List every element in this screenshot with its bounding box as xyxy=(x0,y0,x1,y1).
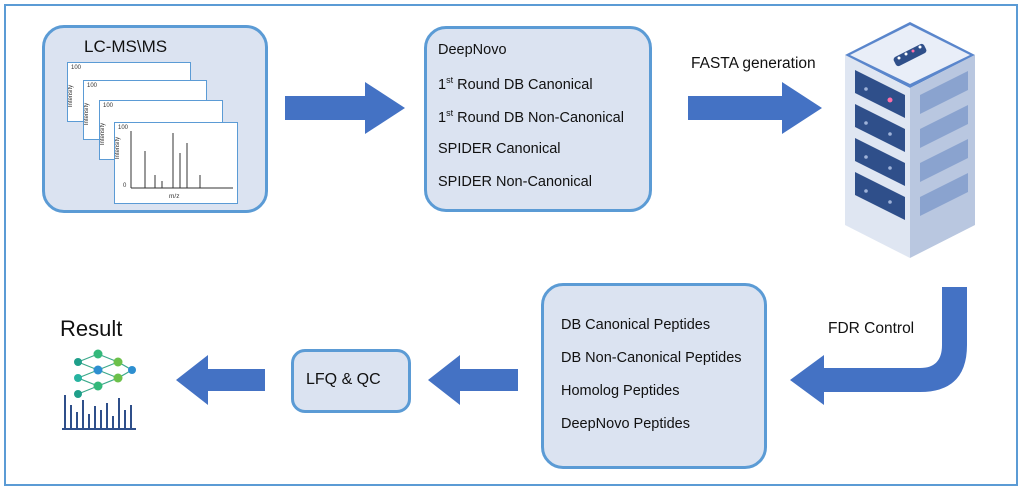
search-item-round-canonical: 1st Round DB Canonical xyxy=(438,75,593,93)
spectrum-zero: 0 xyxy=(123,183,127,189)
arrow-right-1 xyxy=(285,82,405,134)
search-item-spider-canonical: SPIDER Canonical xyxy=(438,141,561,157)
arrow-left-1 xyxy=(428,355,518,405)
diagram-frame xyxy=(4,4,1018,486)
arrow-left-2 xyxy=(176,355,265,405)
search-box xyxy=(424,26,652,212)
peptide-box xyxy=(541,283,767,469)
lfq-label: LFQ & QC xyxy=(306,371,381,388)
spectrum-xlabel: m/z xyxy=(169,193,180,200)
spectrum-sheet-front: 100 Intensity 0 m/z xyxy=(114,122,238,204)
peptide-item-db-noncanonical: DB Non-Canonical Peptides xyxy=(561,350,742,366)
spectrum-peaks xyxy=(130,131,233,189)
search-item-deepnovo: DeepNovo xyxy=(438,42,507,58)
peptide-item-homolog: Homolog Peptides xyxy=(561,383,680,399)
peptide-item-deepnovo: DeepNovo Peptides xyxy=(561,416,690,432)
arrow-curved-fdr xyxy=(790,287,967,405)
neural-network-icon xyxy=(62,349,136,430)
input-box-title: LC-MS\MS xyxy=(84,37,168,56)
server-rack-icon xyxy=(845,22,975,258)
result-label: Result xyxy=(60,316,123,341)
arrow-right-2 xyxy=(688,82,822,134)
peptide-item-db-canonical: DB Canonical Peptides xyxy=(561,317,711,333)
fasta-label: FASTA generation xyxy=(691,55,816,72)
search-item-round-noncanonical: 1st Round DB Non-Canonical xyxy=(438,108,624,126)
fdr-label: FDR Control xyxy=(828,320,915,337)
lfq-box xyxy=(291,349,411,413)
search-item-spider-noncanonical: SPIDER Non-Canonical xyxy=(438,174,592,190)
